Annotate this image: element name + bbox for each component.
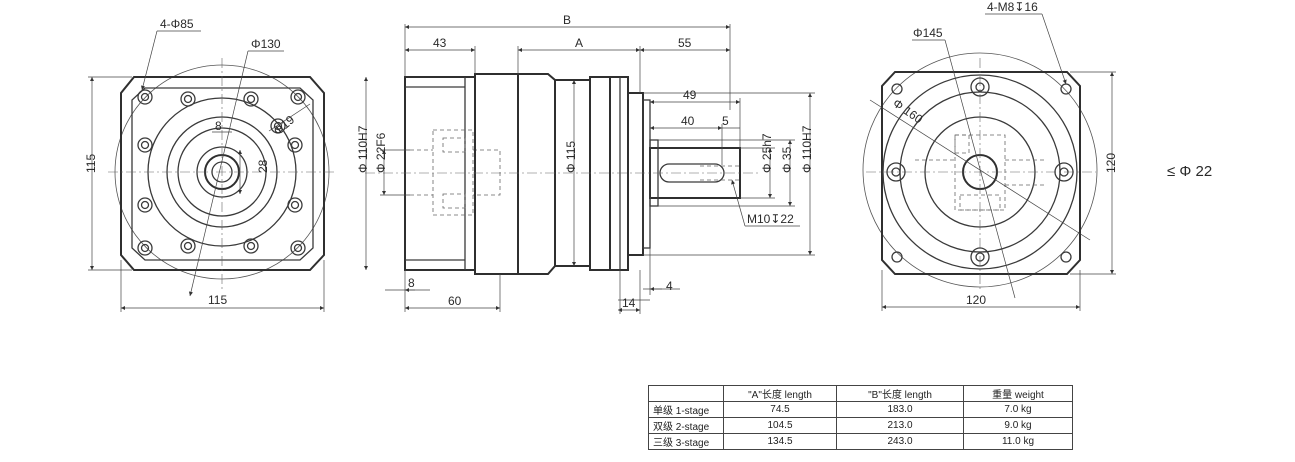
rear-dia145-label: Φ145 [913,26,943,40]
front-width-label: 115 [208,293,227,307]
front-pcd-label: Φ130 [251,37,281,51]
table-row: 单级 1-stage 74.5 183.0 7.0 kg [648,401,1073,418]
len5-label: 5 [722,114,729,128]
b-length-cell: 243.0 [836,433,964,450]
weight-cell: 11.0 kg [963,433,1073,450]
len8-label: 8 [408,276,415,290]
rear-tap-label: 4-M8↧16 [987,0,1038,14]
stage-label: 双级 2-stage [648,417,724,434]
pilot-right-label: Φ 110H7 [800,125,814,173]
thread-label: M10↧22 [747,212,794,226]
header-cell: "B"长度 length [836,385,964,402]
rear-width-label: 120 [966,293,986,307]
table-row: 双级 2-stage 104.5 213.0 9.0 kg [648,417,1073,434]
a-length-cell: 104.5 [723,417,837,434]
front-view: 4-Φ85 Φ130 Φ19 8 28 115 115 [84,17,336,312]
len49-label: 49 [683,88,697,102]
table-row: 三级 3-stage 134.5 243.0 11.0 kg [648,433,1073,450]
body-dia-label: Φ 115 [564,141,578,173]
b-length-cell: 183.0 [836,401,964,418]
table-header-row: "A"长度 length "B"长度 length 重量 weight [648,385,1073,402]
front-height-label: 115 [84,154,98,173]
pilot-left-label: Φ 110H7 [356,125,370,173]
overall-length-label: B [563,13,571,27]
rear-dia160-label: Φ 160 [890,96,925,127]
shaft-collar-label: Φ 35 [780,146,794,173]
len4-label: 4 [666,279,673,293]
rear-view: 4-M8↧16 Φ145 Φ 160 120 120 [862,0,1118,311]
front-holes-label: 4-Φ85 [160,17,194,31]
front-bore-label: Φ19 [271,112,298,138]
body-length-label: A [575,36,583,50]
stage-label: 单级 1-stage [648,401,724,418]
a-length-cell: 74.5 [723,401,837,418]
len14-label: 14 [622,296,636,310]
bore-left-label: Φ 22F6 [374,132,388,173]
len43-label: 43 [433,36,447,50]
weight-cell: 7.0 kg [963,401,1073,418]
input-bore-note: ≤ Φ 22 [1167,163,1212,180]
front-key-width-label: 8 [215,119,222,133]
side-view: B A 43 55 49 40 5 Φ 110H7 Φ 22F6 Φ 115 Φ… [356,13,815,314]
a-length-cell: 134.5 [723,433,837,450]
len40-label: 40 [681,114,695,128]
spec-table: "A"长度 length "B"长度 length 重量 weight 单级 1… [648,385,1073,450]
len60-label: 60 [448,294,462,308]
front-key-height-label: 28 [256,159,270,173]
rear-height-label: 120 [1104,153,1118,173]
len55-label: 55 [678,36,692,50]
header-cell [648,385,724,402]
weight-cell: 9.0 kg [963,417,1073,434]
shaft-dia-label: Φ 25h7 [760,133,774,173]
header-cell: "A"长度 length [723,385,837,402]
b-length-cell: 213.0 [836,417,964,434]
stage-label: 三级 3-stage [648,433,724,450]
header-cell: 重量 weight [963,385,1073,402]
